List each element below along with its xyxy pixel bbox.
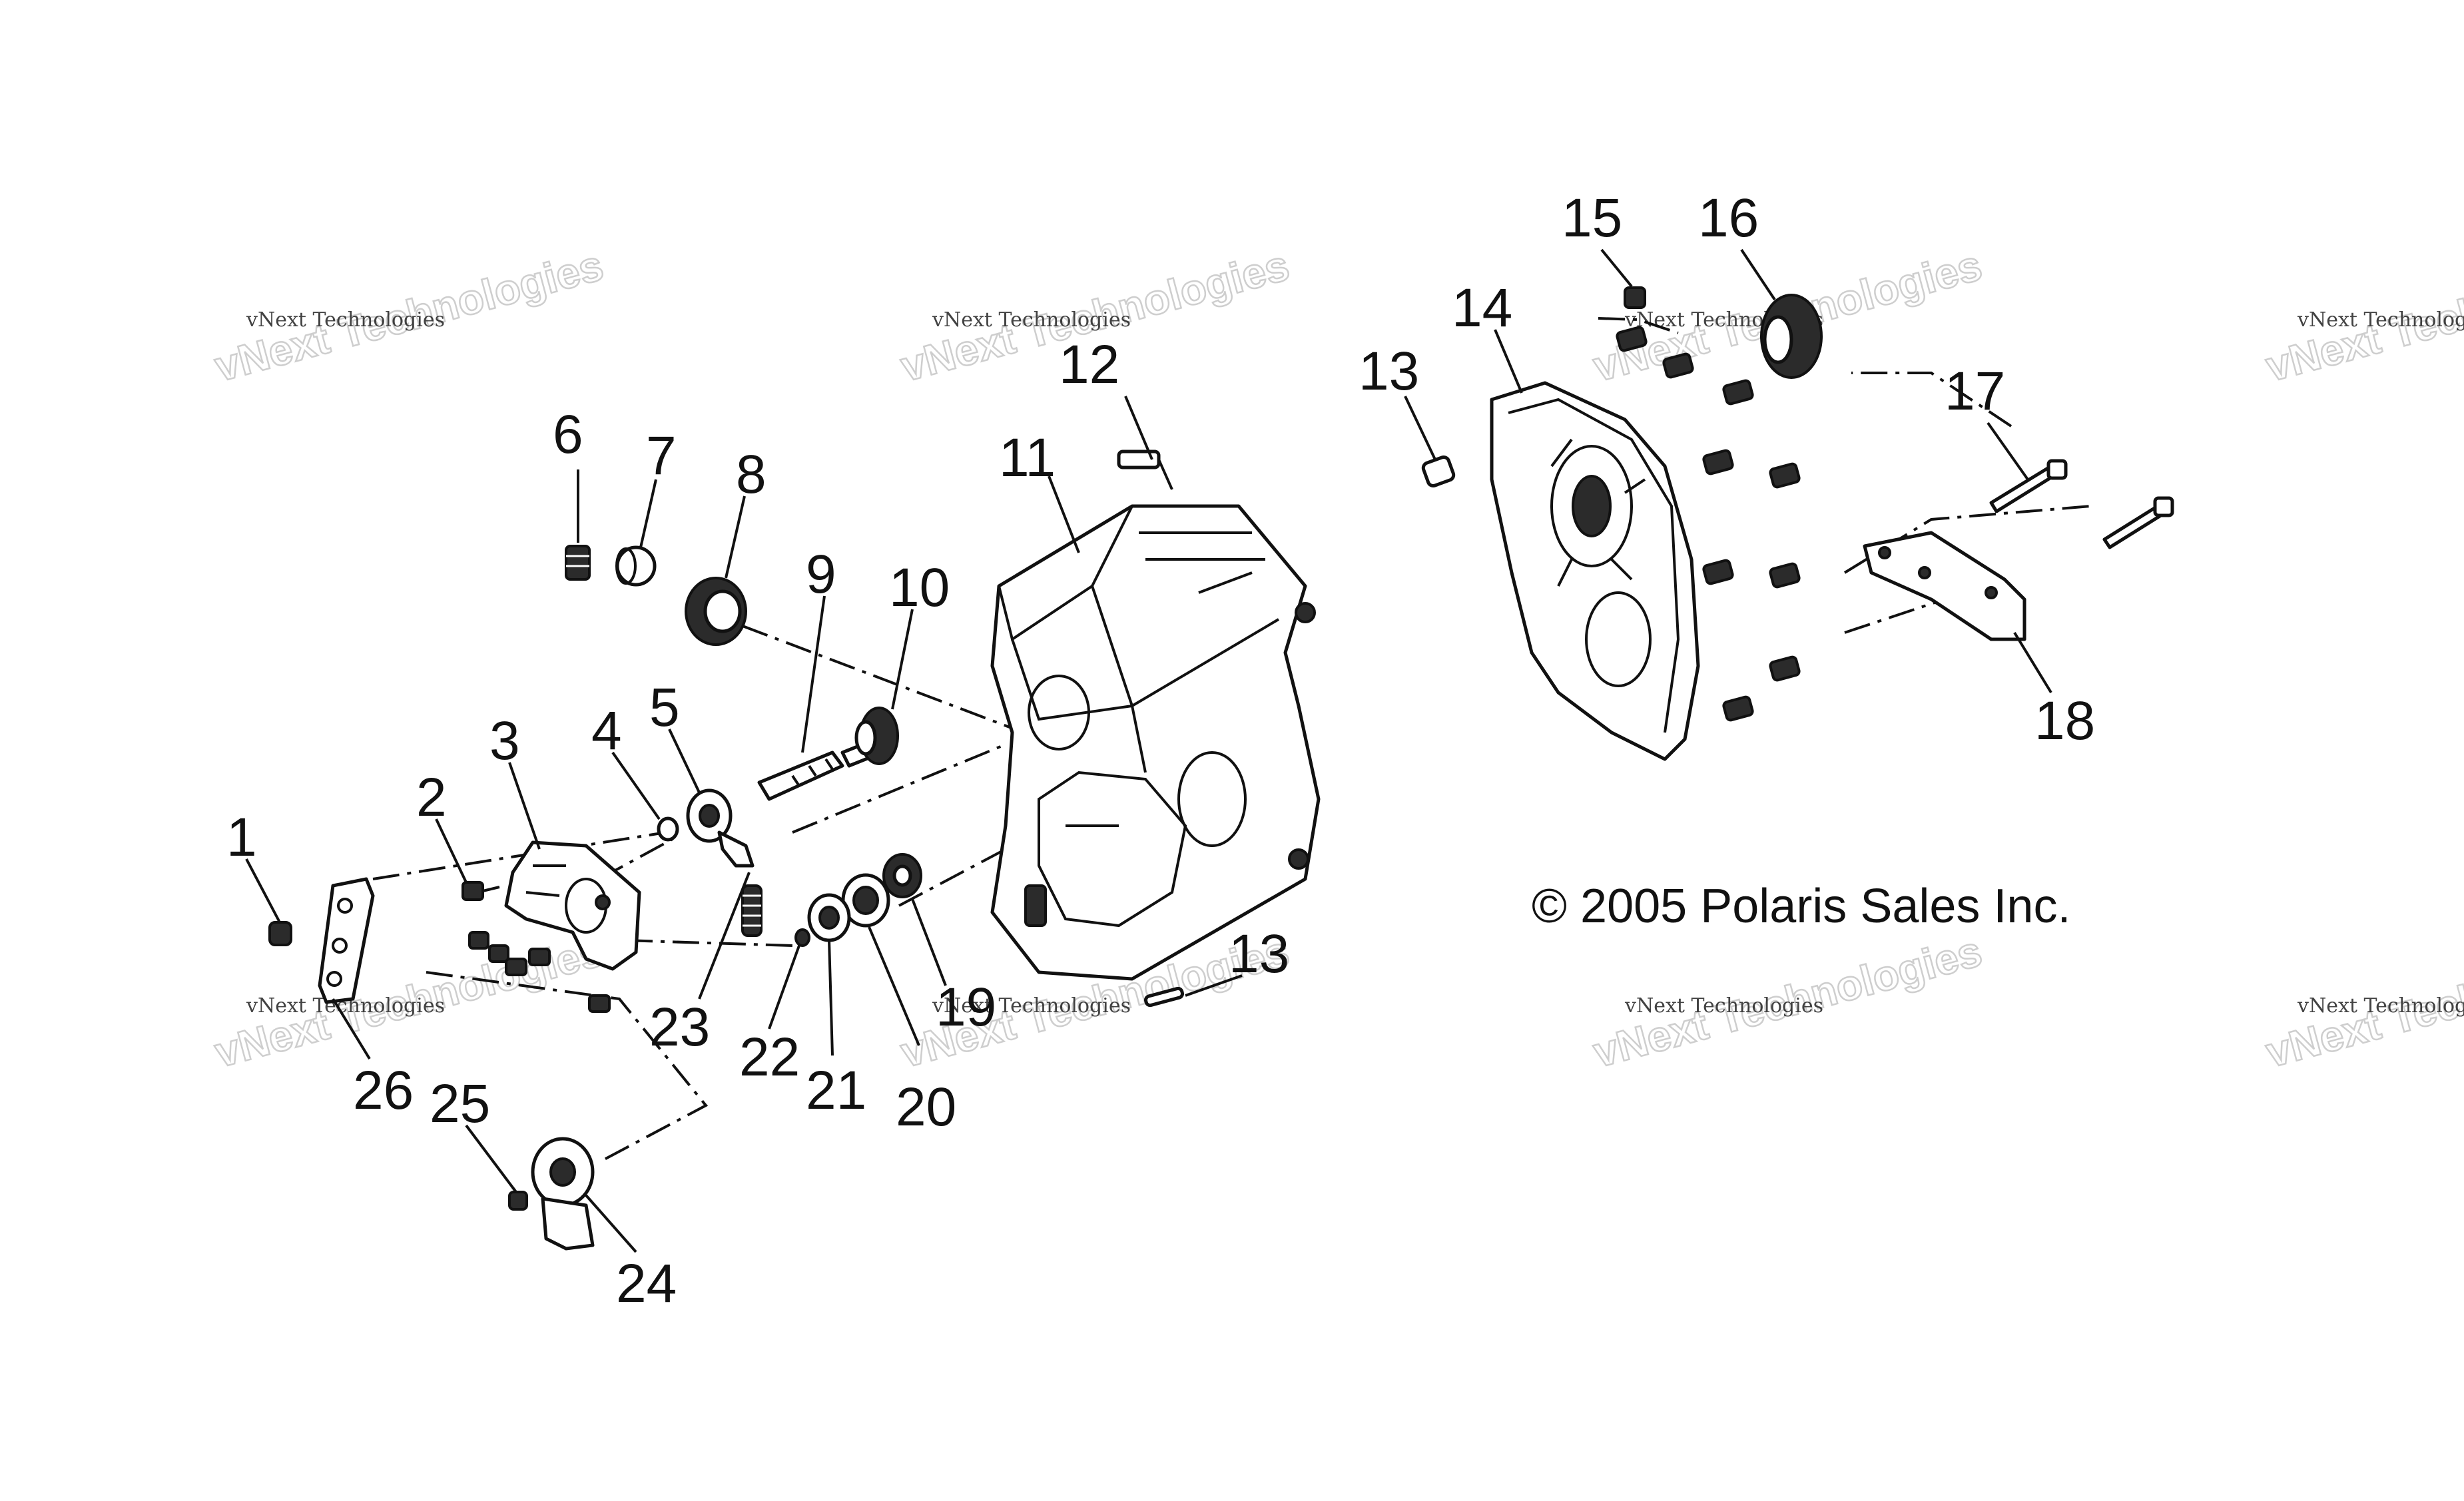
- part-5-shift-arm: [686, 788, 755, 868]
- watermark-top-left: vNext Technologies vNext Technologies: [209, 240, 609, 392]
- part-17-long-bolts: [1989, 459, 2174, 549]
- watermark-small-text: vNext Technologies: [2297, 308, 2464, 332]
- callout-23: 23: [649, 997, 710, 1057]
- callout-3: 3: [489, 711, 520, 771]
- watermark-small-text: vNext Technologies: [932, 994, 1131, 1018]
- callout-14: 14: [1452, 278, 1512, 338]
- part-7-bushing: [615, 545, 657, 587]
- callout-8: 8: [736, 444, 767, 505]
- callout-4: 4: [591, 701, 622, 761]
- watermark-bottom-left: vNext Technologies vNext Technologies: [209, 926, 609, 1077]
- callout-15: 15: [1562, 188, 1622, 248]
- watermark-small-text: vNext Technologies: [2297, 994, 2464, 1018]
- callout-7: 7: [646, 426, 677, 486]
- part-15-bolts: [1616, 286, 1801, 722]
- callout-13-left: 13: [1359, 341, 1419, 402]
- callout-numbers: 1 2 3 4 5 6 7 8 9 10 11 12 13 13 14 15 1…: [226, 188, 2095, 1314]
- part-14-cover: [1490, 381, 1700, 761]
- part-6-spring-clip: [565, 545, 591, 581]
- part-2-screw: [462, 881, 500, 901]
- part-13-pin-right: [1143, 986, 1185, 1008]
- callout-11: 11: [999, 428, 1056, 488]
- callout-17: 17: [1945, 361, 2005, 422]
- part-25-screw: [508, 1191, 528, 1211]
- callout-16: 16: [1698, 188, 1759, 248]
- callout-18: 18: [2034, 691, 2095, 751]
- callout-6: 6: [553, 404, 583, 465]
- callout-20: 20: [896, 1077, 956, 1137]
- part-4-washer: [657, 816, 679, 842]
- copyright-text: © 2005 Polaris Sales Inc.: [1532, 880, 2070, 933]
- part-21-washer: [807, 893, 851, 942]
- callout-19: 19: [936, 977, 996, 1038]
- callout-10: 10: [889, 557, 950, 618]
- part-22-clip: [794, 928, 810, 947]
- callout-22: 22: [739, 1027, 800, 1087]
- part-18-bracket-plate: [1863, 531, 2026, 641]
- callout-1: 1: [226, 807, 257, 868]
- part-10-gear: [854, 707, 899, 765]
- part-8-seal: [685, 577, 747, 646]
- watermark-bottom-right: vNext Technologies vNext Technologies: [2260, 926, 2464, 1077]
- callout-2: 2: [416, 767, 447, 828]
- part-3-housing: [468, 840, 641, 1013]
- callout-5: 5: [649, 677, 680, 738]
- watermark-small-text: vNext Technologies: [1624, 994, 1823, 1018]
- callout-21: 21: [806, 1060, 866, 1121]
- callout-9: 9: [806, 544, 836, 605]
- callout-26: 26: [353, 1060, 414, 1121]
- callout-13-right: 13: [1229, 924, 1289, 984]
- callout-12: 12: [1059, 334, 1119, 395]
- part-16-cap: [1760, 294, 1823, 379]
- callout-24: 24: [616, 1253, 677, 1314]
- part-24-sensor: [531, 1137, 595, 1251]
- part-20-bearing: [841, 873, 890, 928]
- watermark-small-text: vNext Technologies: [246, 308, 445, 332]
- watermark-small-text: vNext Technologies: [932, 308, 1131, 332]
- part-11-transmission-case: [990, 504, 1321, 981]
- part-1-nut: [268, 921, 292, 946]
- part-12-dowel-pin: [1117, 450, 1173, 490]
- part-13-dowel-left: [1421, 455, 1456, 488]
- watermark-top-right: vNext Technologies vNext Technologies: [2260, 240, 2464, 392]
- part-23-spring: [741, 884, 763, 937]
- callout-25: 25: [430, 1073, 490, 1134]
- part-19-gear: [882, 853, 922, 898]
- part-26-bracket: [318, 877, 375, 1004]
- leader-lines: [245, 248, 2052, 1253]
